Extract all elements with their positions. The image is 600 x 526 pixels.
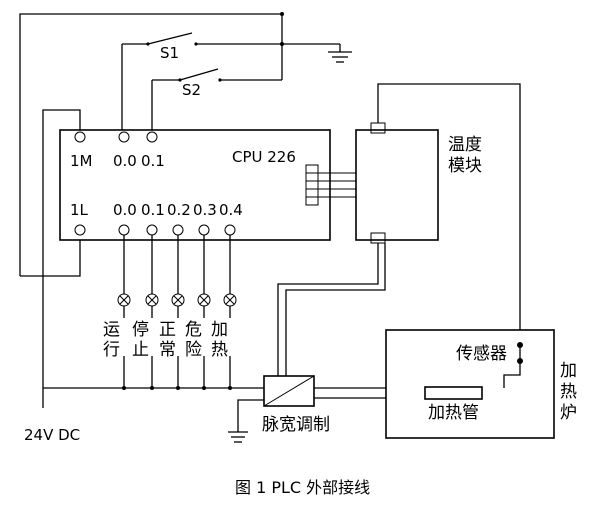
temp-module-label-line1: 温度 (448, 135, 482, 155)
lamp-normal-icon (171, 293, 185, 307)
switch-s2-label: S2 (182, 81, 201, 99)
temp-module-box (355, 129, 439, 241)
lamp-heat-label-2: 热 (211, 340, 228, 360)
top-wiring (19, 13, 341, 388)
power-label: 24V DC (24, 426, 80, 444)
lamp-danger-icon (197, 293, 211, 307)
furnace-label-1: 加 (560, 361, 577, 381)
pwm-label: 脉宽调制 (262, 415, 330, 435)
switch-s1-label: S1 (160, 44, 179, 62)
ground-top-icon (328, 51, 352, 63)
plc-top-label-01: 0.1 (141, 152, 165, 170)
ground-pwm-icon (228, 431, 248, 443)
lamp-run-label-1: 运 (103, 320, 120, 340)
lamp-normal-label-2: 常 (159, 340, 176, 360)
lamp-heat-label-1: 加 (211, 320, 228, 340)
lamp-stop-label-2: 止 (132, 340, 149, 360)
furnace-label-2: 热 (560, 382, 577, 402)
plc-bottom-label-1l: 1L (70, 201, 89, 219)
plc-bottom-label-03: 0.3 (193, 201, 217, 219)
lamp-danger-label-2: 险 (185, 340, 202, 360)
plc-model-label: CPU 226 (232, 148, 296, 166)
furnace-label-3: 炉 (560, 403, 577, 423)
heater-tube-icon (424, 386, 483, 400)
lamp-run-icon (117, 293, 131, 307)
lamp-stop-label-1: 停 (132, 320, 149, 340)
sensor-label: 传感器 (456, 344, 507, 364)
figure-caption: 图 1 PLC 外部接线 (235, 478, 370, 497)
lamp-normal-label-1: 正 (159, 320, 176, 340)
switch-s1 (146, 32, 198, 46)
plc-cpu226-box (59, 129, 331, 241)
lamp-heat-icon (223, 293, 237, 307)
plc-top-terminals (74, 131, 158, 143)
switch-s2 (178, 68, 222, 82)
plc-bottom-label-00: 0.0 (113, 201, 137, 219)
lamp-stop-icon (145, 293, 159, 307)
lamp-run-label-2: 行 (103, 340, 120, 360)
lamp-danger-label-1: 危 (185, 320, 202, 340)
lamp-wiring (123, 235, 231, 388)
plc-bottom-label-02: 0.2 (167, 201, 191, 219)
temp-module-label-line2: 模块 (448, 156, 482, 176)
plc-top-label-00: 0.0 (113, 152, 137, 170)
plc-top-label-1m: 1M (70, 152, 93, 170)
heater-label: 加热管 (428, 403, 479, 423)
furnace-box (385, 329, 555, 439)
pwm-block (263, 375, 315, 407)
plc-bottom-label-04: 0.4 (219, 201, 243, 219)
plc-bottom-label-01: 0.1 (141, 201, 165, 219)
